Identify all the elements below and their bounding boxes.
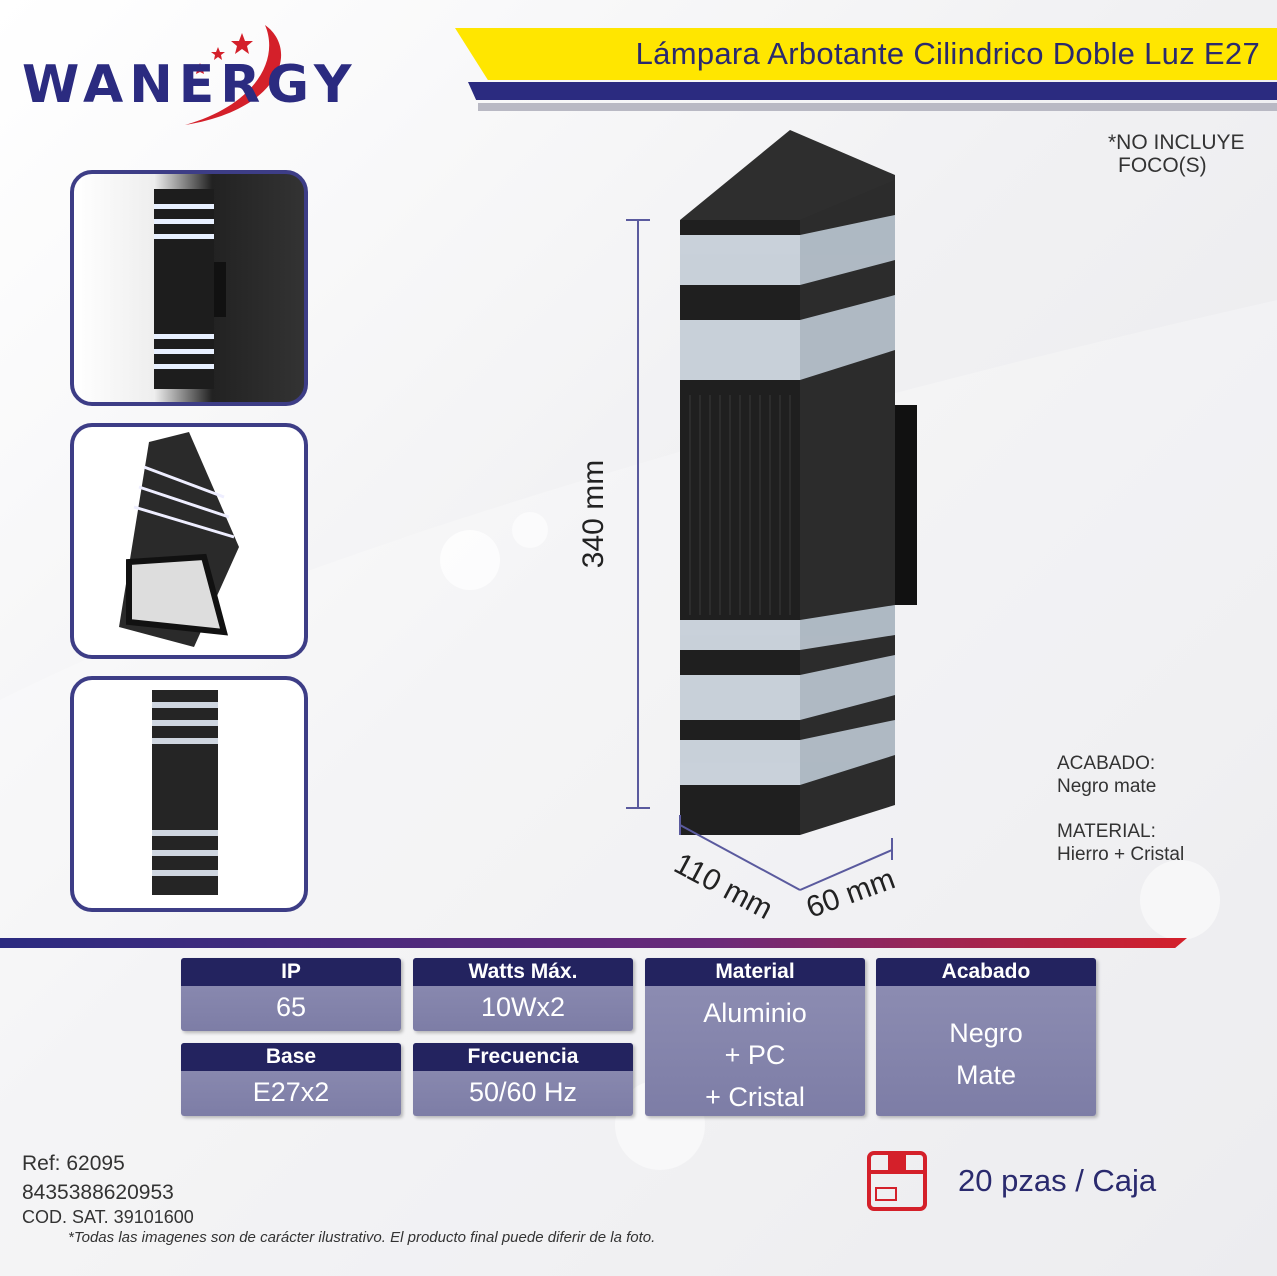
spec-material-line-2: + PC — [724, 1040, 786, 1070]
spec-ip-label: IP — [181, 958, 401, 986]
brand-logo: WANERGY — [20, 15, 440, 135]
spec-base-value: E27x2 — [252, 1077, 330, 1107]
lamp-front-image — [152, 690, 218, 895]
material-value: Hierro + Cristal — [1057, 844, 1185, 865]
material-label: MATERIAL: — [1057, 821, 1156, 842]
barcode-number: 8435388620953 — [22, 1181, 174, 1204]
dimension-lines — [626, 219, 893, 891]
spec-finish-label: Acabado — [876, 958, 1096, 986]
header-blue-stripe — [468, 82, 1277, 100]
spec-material-line-1: Aluminio — [703, 998, 807, 1028]
spec-material-label: Material — [645, 958, 865, 986]
finish-label: ACABADO: — [1057, 753, 1156, 774]
header-gray-stripe — [478, 103, 1277, 111]
spec-base: Base E27x2 — [181, 1043, 401, 1116]
spec-watts-label: Watts Máx. — [413, 958, 633, 986]
spec-frequency: Frecuencia 50/60 Hz — [413, 1043, 633, 1116]
spec-finish-line-2: Mate — [955, 1060, 1017, 1090]
logo-wordmark: WANERGY — [22, 55, 358, 115]
spec-watts-value: 10Wx2 — [480, 992, 566, 1022]
disclaimer: *Todas las imagenes son de carácter ilus… — [68, 1229, 656, 1246]
pack-quantity: 20 pzas / Caja — [958, 1163, 1157, 1198]
sat-code: COD. SAT. 39101600 — [22, 1207, 194, 1227]
thumbnail-bottom-view[interactable] — [70, 423, 308, 659]
section-divider — [0, 938, 1187, 948]
spec-watts: Watts Máx. 10Wx2 — [413, 958, 633, 1031]
spec-base-label: Base — [181, 1043, 401, 1071]
spec-material: Material Aluminio + PC + Cristal — [645, 958, 865, 1116]
spec-material-line-3: + Cristal — [705, 1082, 805, 1112]
lit-lamp-image — [154, 189, 226, 389]
page-title: Lámpara Arbotante Cilindrico Doble Luz E… — [635, 36, 1260, 71]
note-line-2: FOCO(S) — [1118, 154, 1207, 177]
main-product-image — [680, 130, 917, 835]
spec-frequency-label: Frecuencia — [413, 1043, 633, 1071]
thumbnail-lit-view[interactable] — [70, 170, 308, 406]
spec-finish: Acabado Negro Mate — [876, 958, 1096, 1116]
spec-ip-value: 65 — [275, 992, 307, 1022]
height-dimension: 340 mm — [577, 459, 611, 569]
box-icon — [867, 1151, 927, 1211]
finish-value: Negro mate — [1057, 776, 1157, 797]
lamp-bottom-image — [119, 432, 239, 647]
title-bar — [455, 28, 1277, 80]
thumbnail-front-view[interactable] — [70, 676, 308, 912]
logo-swoosh-icon — [185, 25, 282, 125]
note-line-1: *NO INCLUYE — [1108, 131, 1245, 154]
spec-frequency-value: 50/60 Hz — [468, 1077, 578, 1107]
spec-finish-line-1: Negro — [949, 1018, 1023, 1048]
reference-code: Ref: 62095 — [22, 1152, 125, 1175]
spec-ip: IP 65 — [181, 958, 401, 1031]
